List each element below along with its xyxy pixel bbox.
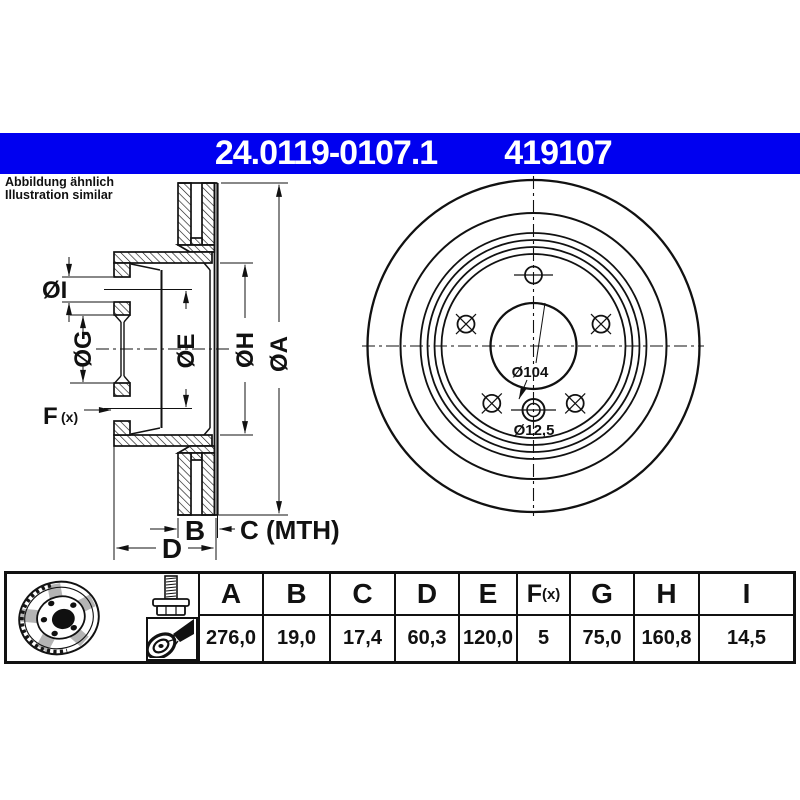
note-line-de: Abbildung ähnlich (5, 175, 115, 189)
col-header-c: C (329, 574, 394, 616)
reference-number: 419107 (504, 134, 612, 172)
value-a: 276,0 (198, 616, 262, 661)
bolt-hole-ticks (455, 274, 612, 414)
value-b: 19,0 (262, 616, 329, 661)
label-d: D (162, 533, 182, 564)
dimension-table: A B C D E F(x) G H I 276,0 19,0 17,4 60,… (4, 571, 796, 664)
note-line-en: Illustration similar (5, 188, 113, 202)
label-dia-e: ØE (173, 334, 200, 369)
part-number: 24.0119-0107.1 (214, 134, 438, 172)
label-f-sub: (x) (61, 409, 78, 425)
label-pin-hole: Ø12,5 (514, 422, 555, 439)
label-b: B (185, 515, 205, 546)
value-g: 75,0 (569, 616, 633, 661)
illustration-note: Abbildung ähnlich Illustration similar (5, 176, 114, 202)
label-dia-g: ØG (70, 330, 97, 367)
label-dia-a: ØA (266, 336, 293, 372)
label-dia-h: ØH (232, 332, 259, 368)
dimension-lines (62, 182, 288, 560)
value-d: 60,3 (394, 616, 458, 661)
label-c-mth: C (MTH) (240, 515, 340, 545)
bolt-icon (152, 575, 190, 616)
value-e: 120,0 (458, 616, 516, 661)
locating-hole (511, 398, 556, 422)
label-bolt-circle: Ø104 (512, 364, 549, 381)
col-header-i: I (698, 574, 793, 616)
brake-disc-3d-icon (18, 580, 100, 656)
coated-disc-spray-icon (145, 617, 198, 661)
col-header-fx: F(x) (516, 574, 569, 616)
cross-section-view (96, 182, 232, 560)
col-header-g: G (569, 574, 633, 616)
front-view (362, 176, 704, 516)
label-dia-i: ØI (42, 277, 67, 304)
value-c: 17,4 (329, 616, 394, 661)
col-header-b: B (262, 574, 329, 616)
col-header-d: D (394, 574, 458, 616)
technical-drawing: ØI ØG ØE ØH ØA F (x) B C (MTH) D (42, 176, 704, 564)
centerlines (362, 176, 704, 516)
value-fx: 5 (516, 616, 569, 661)
col-header-h: H (633, 574, 698, 616)
label-f: F (43, 403, 58, 430)
part-number-bar: 24.0119-0107.1 419107 (0, 133, 800, 174)
value-i: 14,5 (698, 616, 793, 661)
dimension-labels: ØI ØG ØE ØH ØA F (x) B C (MTH) D (42, 277, 340, 564)
value-h: 160,8 (633, 616, 698, 661)
icon-cell (7, 574, 198, 661)
col-header-a: A (198, 574, 262, 616)
center-bore (489, 301, 578, 391)
col-header-e: E (458, 574, 516, 616)
